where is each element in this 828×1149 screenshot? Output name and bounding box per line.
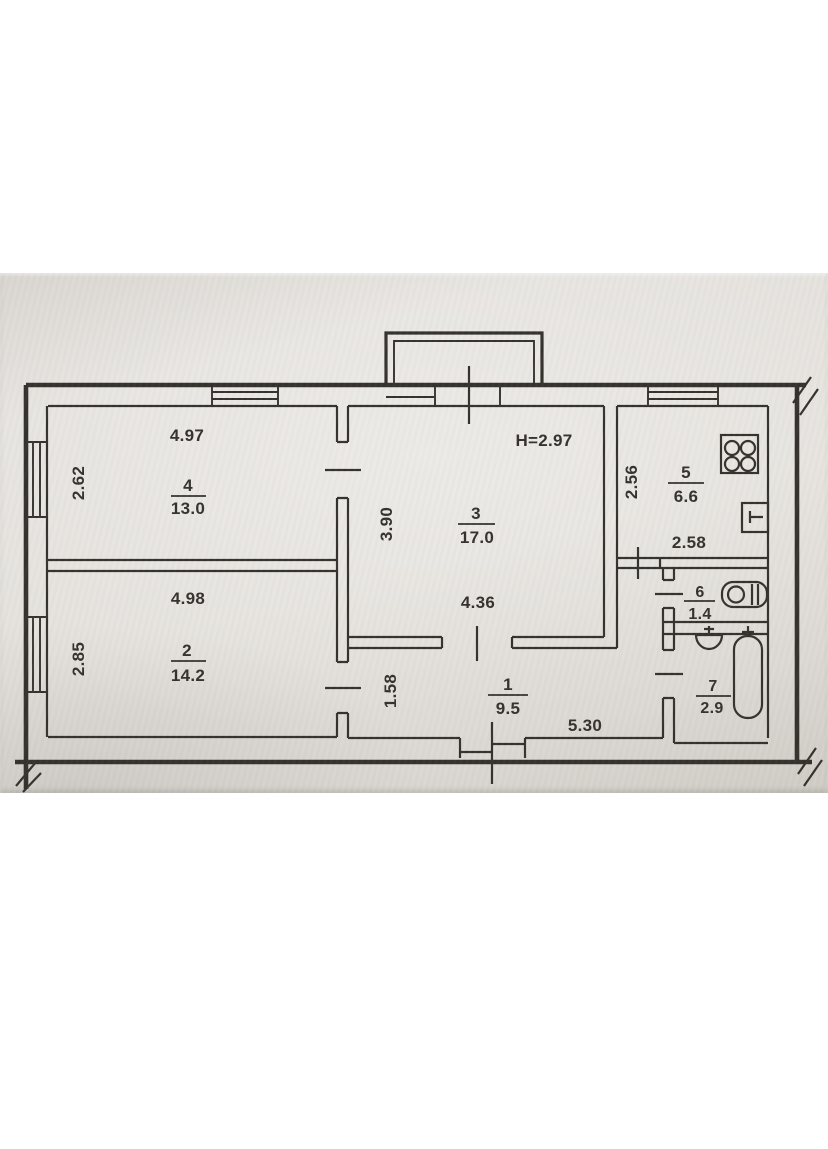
room-7-number-label: 7 [708,678,717,695]
bathtub-icon [732,626,764,720]
room-1-number-label: 1 [503,675,513,694]
balcony-walls [384,331,544,385]
room-1-depth-dim: 1.58 [381,674,400,708]
break-marks [15,376,823,793]
room-5-area-label: 6.6 [674,487,699,506]
room-4-width-dim: 4.97 [170,426,204,445]
toilet-icon [720,580,769,609]
floorplan-drawing: 4.97 2.62 4 13.0 4.98 2.85 2 14.2 H=2.97… [15,331,823,793]
room-2-area-label: 14.2 [171,666,205,685]
outer-walls [15,382,812,789]
room-3-area-label: 17.0 [460,528,494,547]
room-6-area-label: 1.4 [688,606,711,623]
room-2-number-label: 2 [182,641,192,660]
fraction-lines [171,482,731,697]
room-3-depth-dim: 3.90 [377,507,396,541]
windows [26,385,719,693]
floorplan-photo: 4.97 2.62 4 13.0 4.98 2.85 2 14.2 H=2.97… [0,273,828,793]
room-4-depth-dim: 2.62 [69,466,88,500]
door-marks [325,366,683,784]
room-6-number-label: 6 [695,584,704,601]
room-5-width-dim: 2.58 [672,533,706,552]
room-4-number-label: 4 [183,476,193,495]
room-2-depth-dim: 2.85 [69,642,88,676]
room-7-area-label: 2.9 [700,700,723,717]
kitchen-sink-icon [740,501,770,534]
room-3-width-dim: 4.36 [461,593,495,612]
inner-wall-lines [45,404,770,745]
room-4-area-label: 13.0 [171,499,205,518]
interior-walls [48,406,768,758]
washbasin-icon [694,626,724,651]
room-5-depth-dim: 2.56 [622,465,641,499]
room-2-width-dim: 4.98 [171,589,205,608]
room-3-number-label: 3 [471,504,481,523]
fixtures [694,433,770,720]
stove-icon [719,433,760,475]
room-1-area-label: 9.5 [496,699,521,718]
ceiling-height-note: H=2.97 [515,431,572,450]
labels: 4.97 2.62 4 13.0 4.98 2.85 2 14.2 H=2.97… [69,426,723,735]
room-1-width-dim: 5.30 [568,716,602,735]
room-5-number-label: 5 [681,463,691,482]
